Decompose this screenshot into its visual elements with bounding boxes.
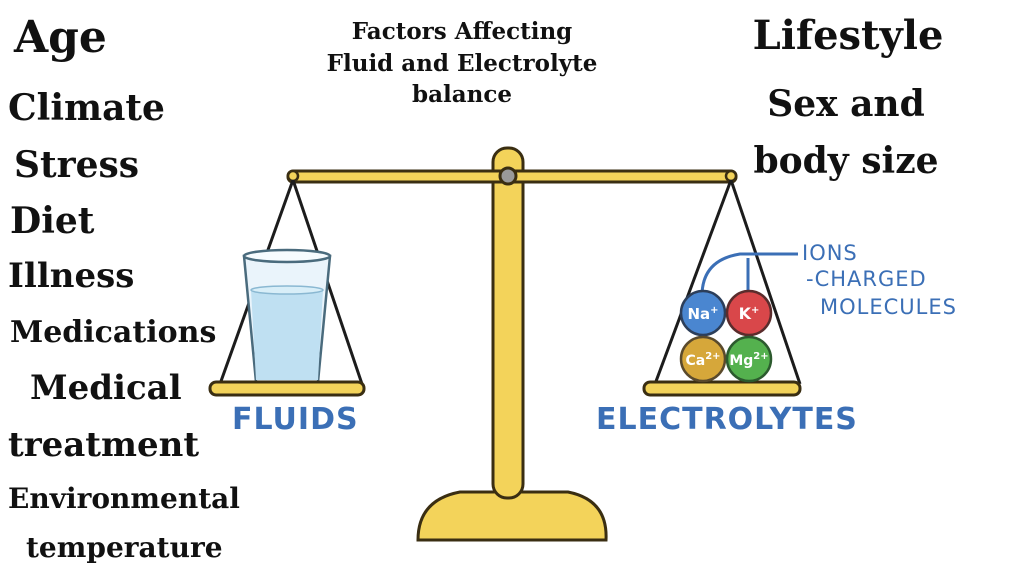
left-pan [208, 380, 366, 397]
charged-label: -CHARGED [806, 267, 927, 291]
factor-environmental-line1: Environmental [8, 482, 240, 515]
ion-k [725, 289, 773, 337]
title-line-1: Factors Affecting [351, 18, 573, 45]
factor-sex-line2: body size [753, 140, 939, 182]
factor-medications: Medications [10, 315, 217, 350]
factor-diet: Diet [10, 200, 95, 242]
ions-pointer-a [700, 252, 798, 297]
ions-label: IONS [802, 241, 858, 265]
right-pan [642, 380, 802, 397]
scale-pillar [491, 146, 525, 500]
factor-sex-line1: Sex and [767, 83, 925, 125]
factor-climate: Climate [8, 87, 165, 129]
title-line-2: Fluid and Electrolyte [326, 49, 598, 77]
title-line-3: balance [412, 81, 512, 109]
ion-ca [679, 335, 727, 383]
factor-age: Age [14, 12, 107, 63]
beam-right-end [724, 169, 738, 183]
ion-na-label: Na+ [687, 305, 718, 323]
factor-medical-treatment-line1: Medical [30, 368, 182, 408]
scale-base [416, 490, 608, 542]
ion-mg [725, 335, 773, 383]
diagram-title: Factors Affecting Fluid and Electrolyte … [292, 16, 632, 111]
factor-illness: Illness [8, 256, 135, 296]
pivot-bolt [498, 166, 518, 186]
beam-left-end [286, 169, 300, 183]
ion-na [679, 289, 727, 337]
ion-k-label: K+ [739, 304, 760, 323]
factor-lifestyle: Lifestyle [752, 12, 944, 59]
factor-medical-treatment-line2: treatment [8, 425, 200, 465]
factor-stress: Stress [14, 144, 140, 186]
ion-mg-label: Mg2+ [729, 351, 768, 369]
electrolytes-label: ELECTROLYTES [596, 402, 858, 437]
right-string-b [729, 179, 802, 385]
factor-environmental-line2: temperature [26, 531, 223, 564]
ion-ca-label: Ca2+ [685, 351, 720, 369]
fluids-label: FLUIDS [232, 402, 359, 437]
molecules-label: MOLECULES [820, 295, 957, 319]
right-string-a [653, 179, 733, 385]
water-glass [242, 248, 332, 384]
